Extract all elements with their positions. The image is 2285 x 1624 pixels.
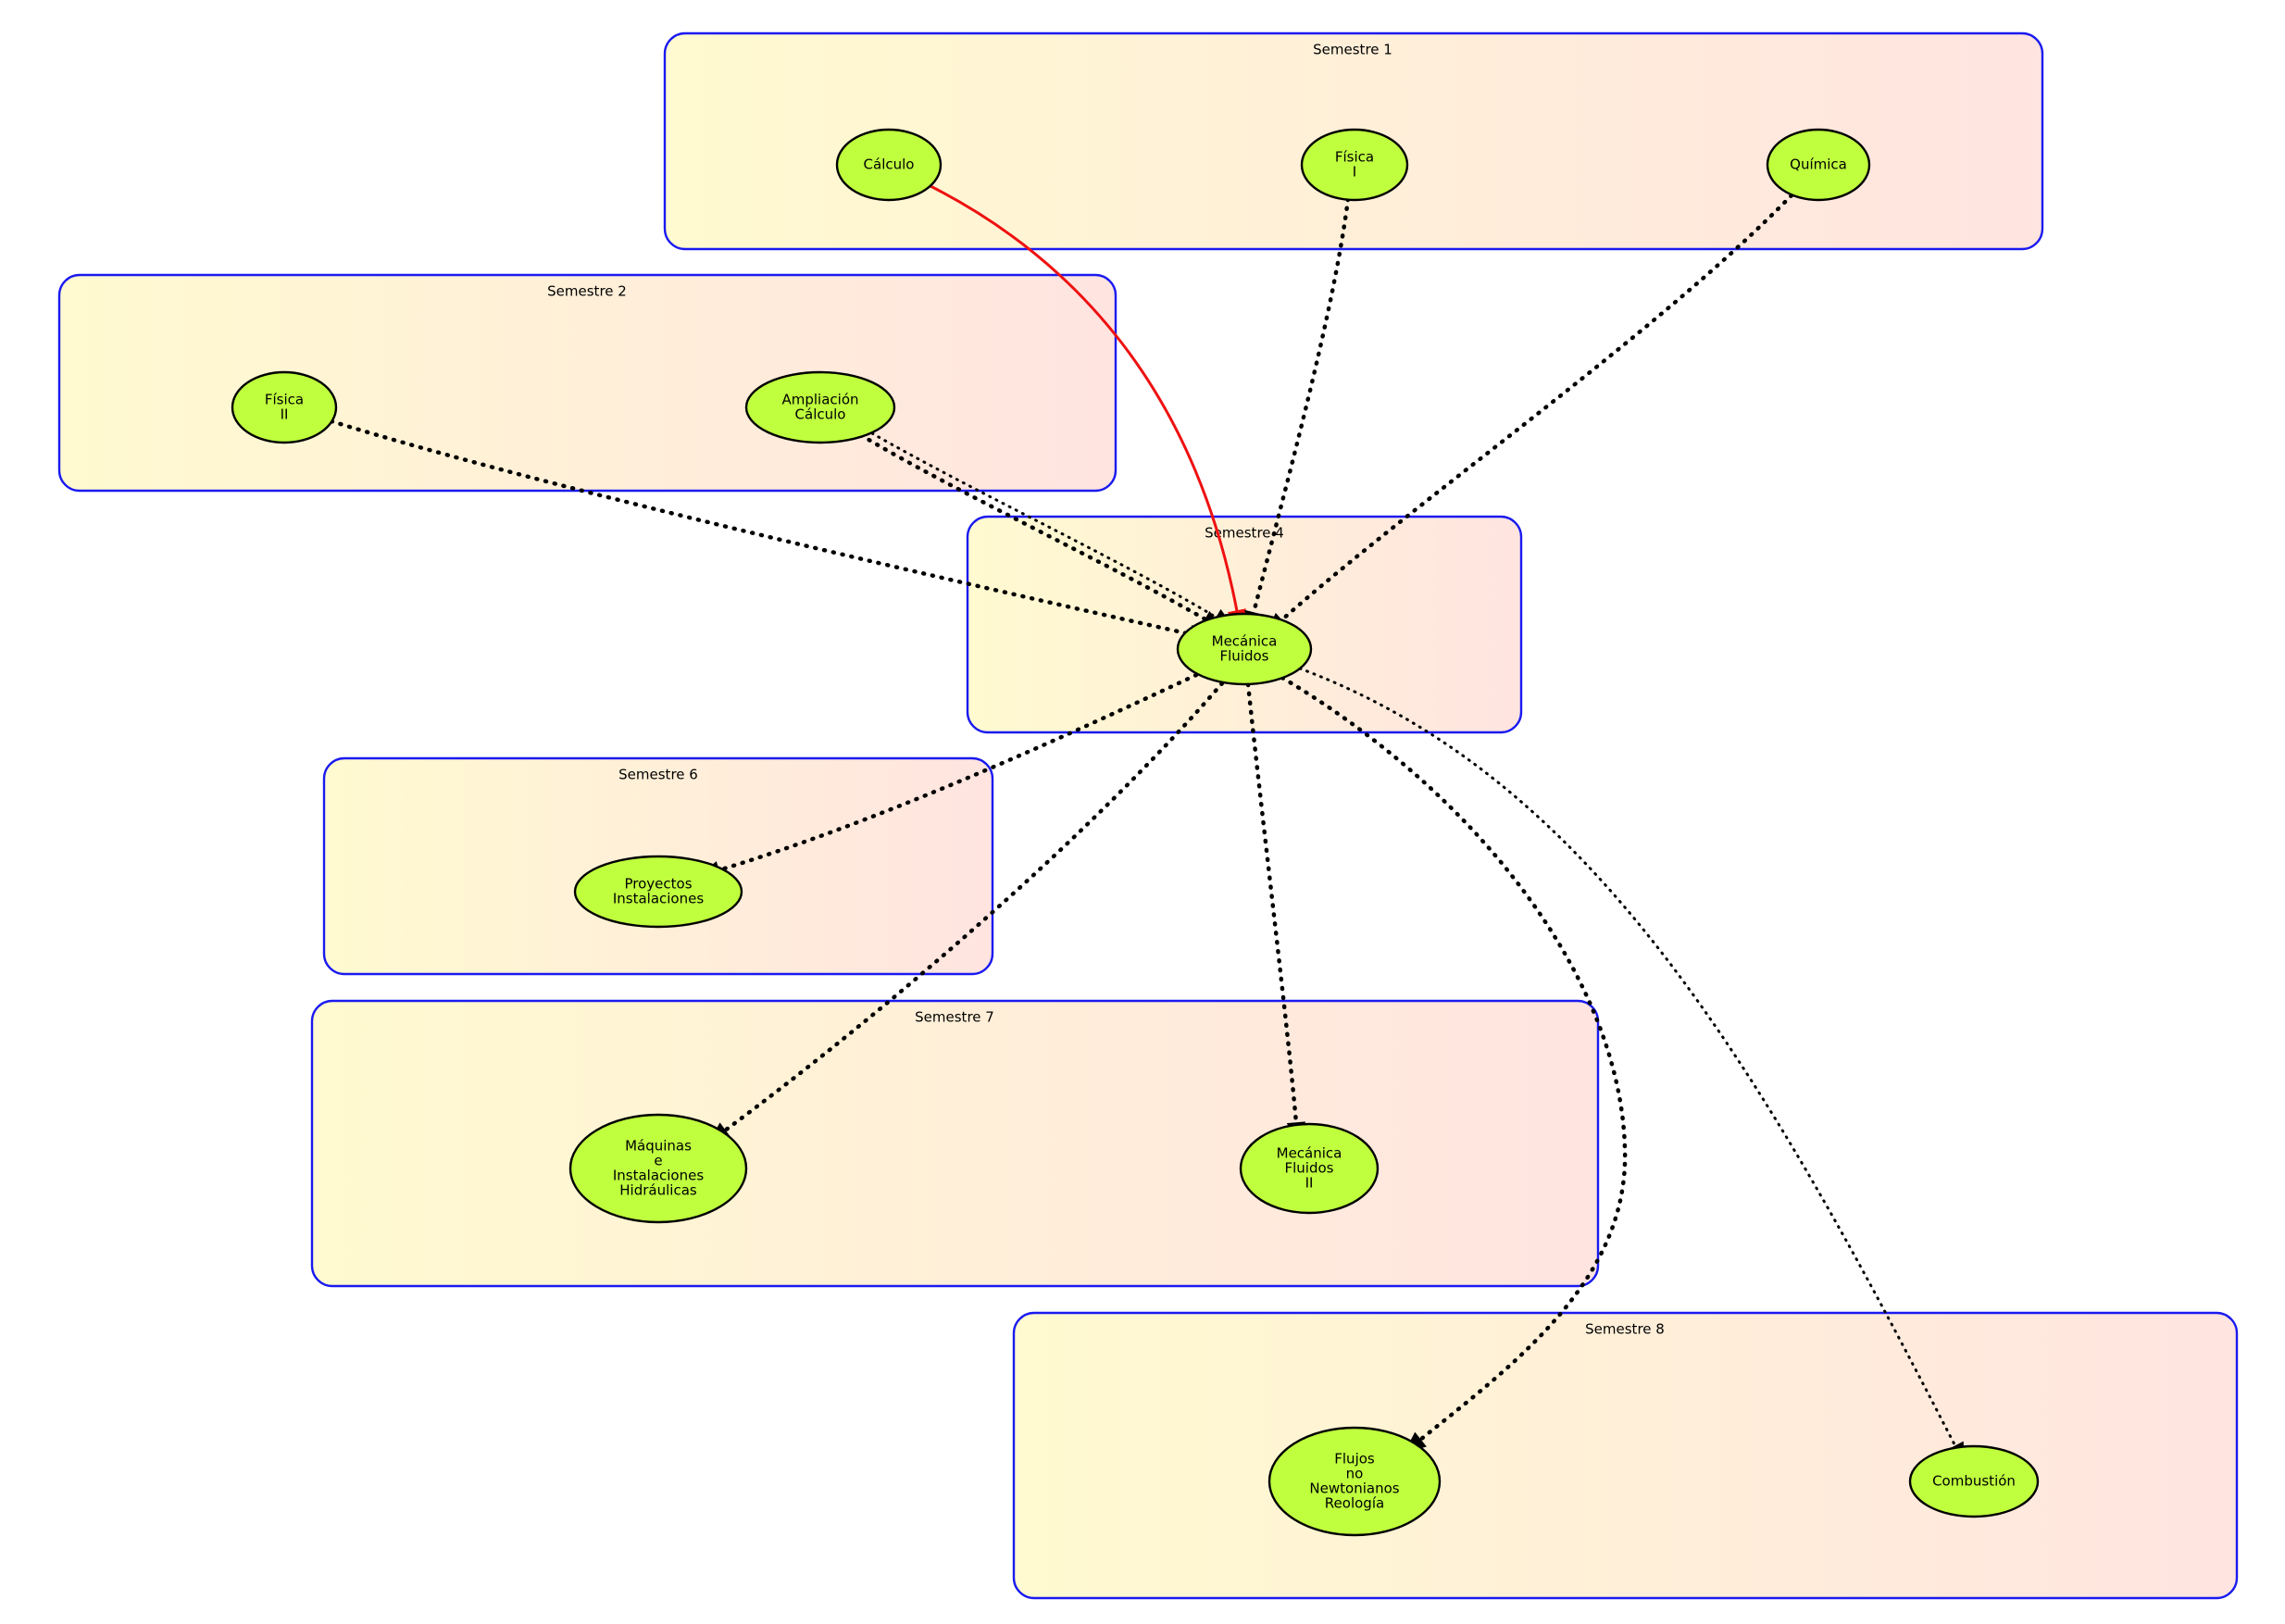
node-ellipse — [744, 370, 896, 444]
node-ellipse — [835, 128, 943, 202]
cluster-s7: Semestre 7 — [310, 999, 1600, 1288]
node-label: Física — [1335, 149, 1374, 166]
cluster-label: Semestre 8 — [1585, 1321, 1665, 1338]
node-ellipse — [1300, 128, 1409, 202]
node-label: Cálculo — [864, 156, 915, 173]
node-label: Física — [265, 392, 304, 408]
node-label: Máquinas — [625, 1138, 692, 1155]
cluster-label: Semestre 7 — [915, 1009, 994, 1026]
node-label: Mecánica — [1212, 633, 1278, 650]
cluster-s2: Semestre 2 — [57, 273, 1118, 493]
node-label: e — [654, 1153, 662, 1169]
node-label: II — [1305, 1175, 1314, 1192]
edge-line — [1251, 196, 1351, 616]
node-ellipse — [1176, 612, 1313, 686]
node-label: I — [1353, 164, 1356, 181]
node-label: Instalaciones — [613, 1168, 705, 1184]
node-ellipse — [1908, 1444, 2040, 1518]
node-ellipse — [1239, 1122, 1380, 1215]
node-label: Instalaciones — [613, 891, 705, 907]
edge-line — [1279, 193, 1794, 623]
cluster-label: Semestre 2 — [547, 283, 627, 300]
node-label: Reología — [1325, 1495, 1384, 1512]
node-ellipse — [1766, 128, 1871, 202]
node-label: Fluidos — [1220, 648, 1269, 665]
edge-line — [329, 418, 1193, 637]
node-calculo[interactable]: Cálculo — [835, 128, 943, 202]
edge-line — [858, 432, 1208, 622]
cluster-label: Semestre 1 — [1313, 42, 1392, 58]
edge-line — [1245, 681, 1299, 1126]
node-label: Fluidos — [1285, 1160, 1334, 1177]
node-label: Mecánica — [1277, 1145, 1342, 1162]
cluster-box — [310, 999, 1600, 1288]
node-ellipse — [231, 370, 338, 444]
cluster-box — [1012, 1311, 2239, 1600]
node-label: Newtonianos — [1309, 1480, 1399, 1497]
node-quimica[interactable]: Química — [1766, 128, 1871, 202]
edge-line — [1298, 667, 1957, 1448]
node-ellipse — [1267, 1426, 1442, 1537]
cluster-s8: Semestre 8 — [1012, 1311, 2239, 1600]
node-combustion[interactable]: Combustión — [1908, 1444, 2040, 1518]
semester-clusters: Semestre 1 Semestre 2 Semestre 4 Semestre 6… — [57, 31, 2239, 1600]
node-ellipse — [568, 1113, 748, 1224]
node-label: Flujos — [1334, 1451, 1375, 1468]
edge-line — [1280, 675, 1628, 1443]
prerequisite-edges — [329, 184, 1965, 1465]
node-ellipse — [573, 855, 743, 929]
node-label: Hidráulicas — [619, 1182, 697, 1199]
cluster-box — [57, 273, 1118, 493]
node-label: Proyectos — [624, 876, 692, 893]
node-label: Química — [1790, 156, 1847, 173]
node-label: Cálculo — [795, 406, 846, 423]
edge-line — [722, 681, 1225, 1133]
cluster-label: Semestre 6 — [618, 767, 698, 783]
cluster-label: Semestre 4 — [1205, 525, 1284, 542]
edge-line — [929, 184, 1239, 613]
node-label: no — [1346, 1466, 1364, 1482]
node-label: Ampliación — [781, 392, 858, 408]
node-label: Combustión — [1932, 1473, 2016, 1490]
edge-line — [870, 431, 1218, 619]
edge-line — [716, 672, 1199, 873]
node-label: II — [281, 406, 289, 423]
